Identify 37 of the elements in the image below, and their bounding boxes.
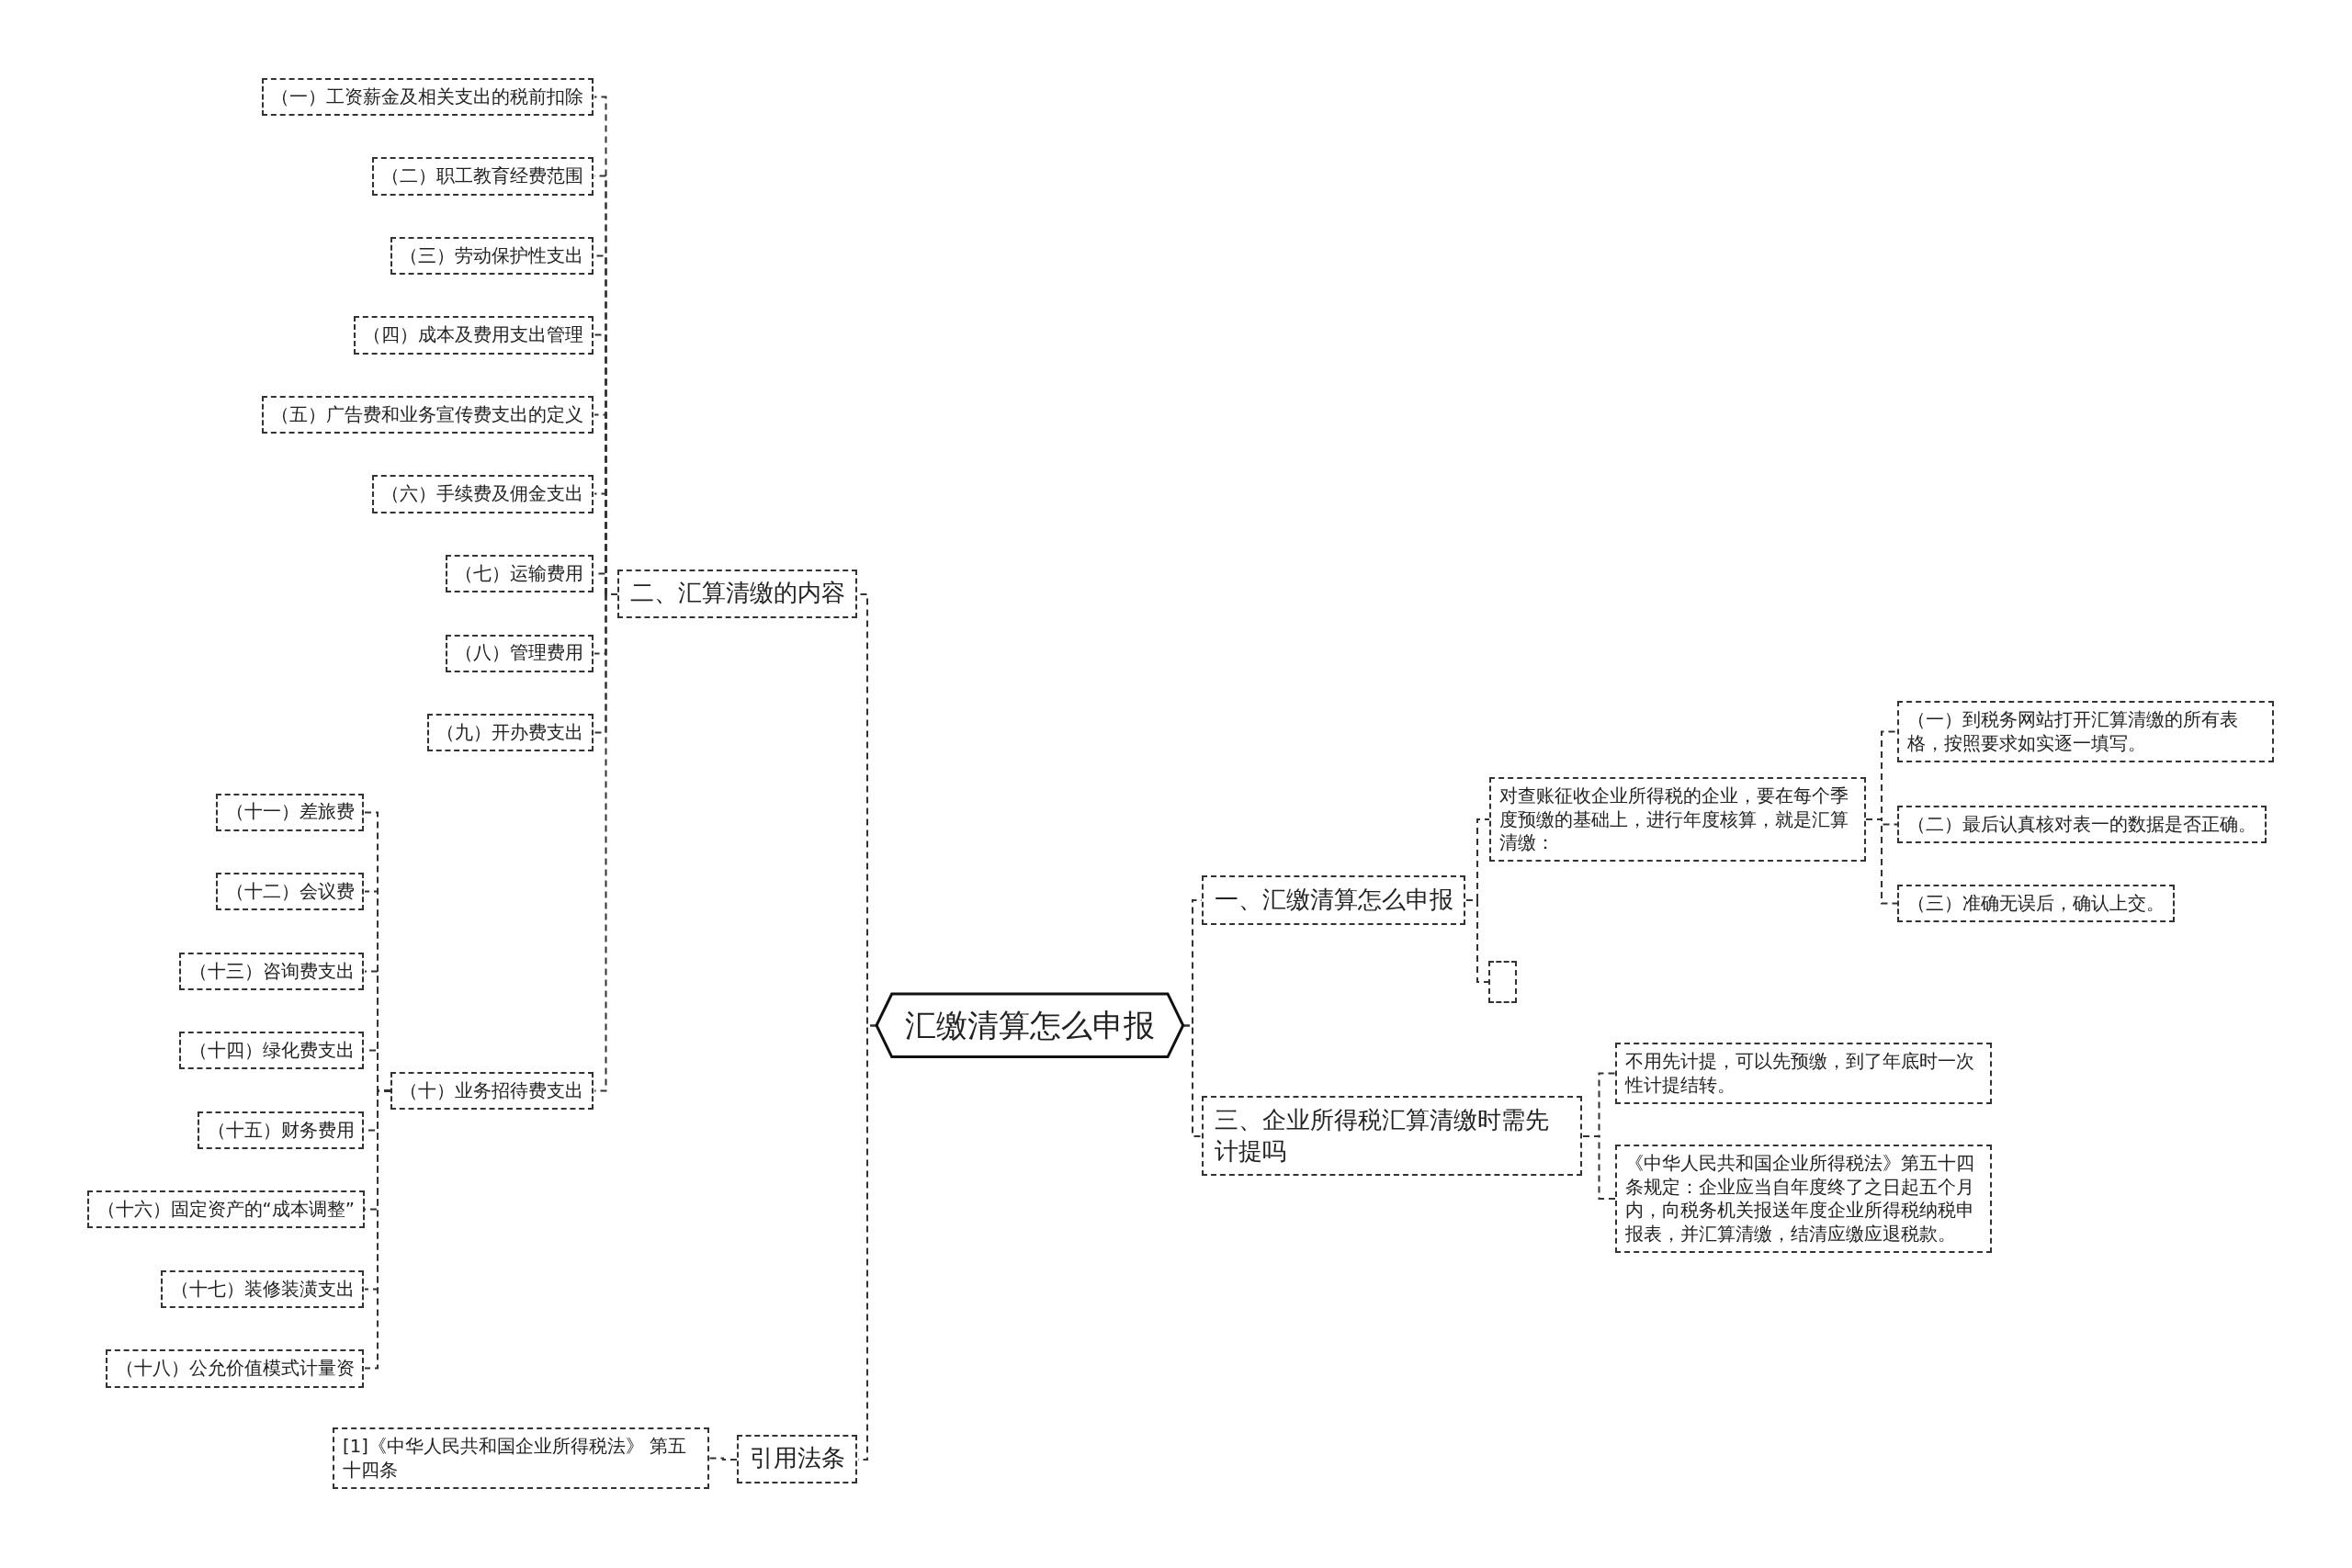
subtopic-box: （一）到税务网站打开汇算清缴的所有表格，按照要求如实逐一填写。: [1897, 701, 2275, 762]
subtopic-box: （七）运输费用: [445, 555, 594, 593]
connector-line: [708, 1457, 738, 1461]
subtopic-box: （十六）固定资产的“成本调整”: [86, 1190, 365, 1229]
subtopic-box: （三）准确无误后，确认上交。: [1897, 885, 2175, 923]
subtopic-box: 不用先计提，可以先预缴，到了年底时一次性计提结转。: [1615, 1043, 1993, 1105]
subtopic-box: （六）手续费及佣金支出: [371, 475, 594, 513]
subtopic-box: （四）成本及费用支出管理: [353, 316, 594, 355]
subtopic-box: （五）广告费和业务宣传费支出的定义: [261, 395, 594, 434]
connector-line: [364, 1089, 391, 1370]
connector-line: [1582, 1135, 1616, 1200]
subtopic-box: （二）最后认真核对表一的数据是否正确。: [1897, 805, 2267, 843]
subtopic-box: （十八）公允价值模式计量资: [105, 1349, 365, 1388]
subtopic-box: 对查账征收企业所得税的企业，要在每个季度预缴的基础上，进行年度核算，就是汇算清缴：: [1489, 777, 1866, 863]
subtopic-box: （十五）财务费用: [197, 1111, 365, 1149]
subtopic-box: （三）劳动保护性支出: [390, 236, 594, 276]
topic-box: 三、企业所得税汇算清缴时需先计提吗: [1201, 1095, 1583, 1177]
subtopic-box: （十）业务招待费支出: [390, 1072, 594, 1111]
subtopic-box: （十七）装修装潢支出: [160, 1269, 365, 1308]
central-topic: 汇缴清算怎么申报: [876, 994, 1183, 1057]
subtopic-box: （八）管理费用: [445, 634, 594, 672]
connector-line: [1182, 1024, 1203, 1137]
subtopic-box: （十一）差旅费: [215, 793, 365, 831]
subtopic-box: （九）开办费支出: [426, 714, 594, 752]
subtopic-box: （二）职工教育经费范围: [371, 157, 594, 196]
subtopic-box: 《中华人民共和国企业所得税法》第五十四条规定：企业应当自年度终了之日起五个月内，向税务机关报送年度企业所得税纳税申报表，并汇算清缴，结清应缴应退税款。: [1615, 1145, 1993, 1253]
subtopic-box: （十三）咨询费支出: [178, 952, 365, 990]
subtopic-box: [1]《中华人民共和国企业所得税法》 第五十四条: [333, 1427, 709, 1489]
subtopic-box: （十四）绿化费支出: [178, 1032, 365, 1070]
topic-box: 二、汇算清缴的内容: [616, 569, 858, 619]
subtopic-box: （十二）会议费: [215, 873, 365, 911]
connector-line: [1865, 818, 1898, 905]
empty-box: [1487, 961, 1517, 1004]
subtopic-box: （一）工资薪金及相关支出的税前扣除: [261, 77, 594, 116]
topic-box: 引用法条: [736, 1434, 858, 1484]
connector-line: [1465, 899, 1489, 983]
topic-box: 一、汇缴清算怎么申报: [1201, 875, 1466, 925]
